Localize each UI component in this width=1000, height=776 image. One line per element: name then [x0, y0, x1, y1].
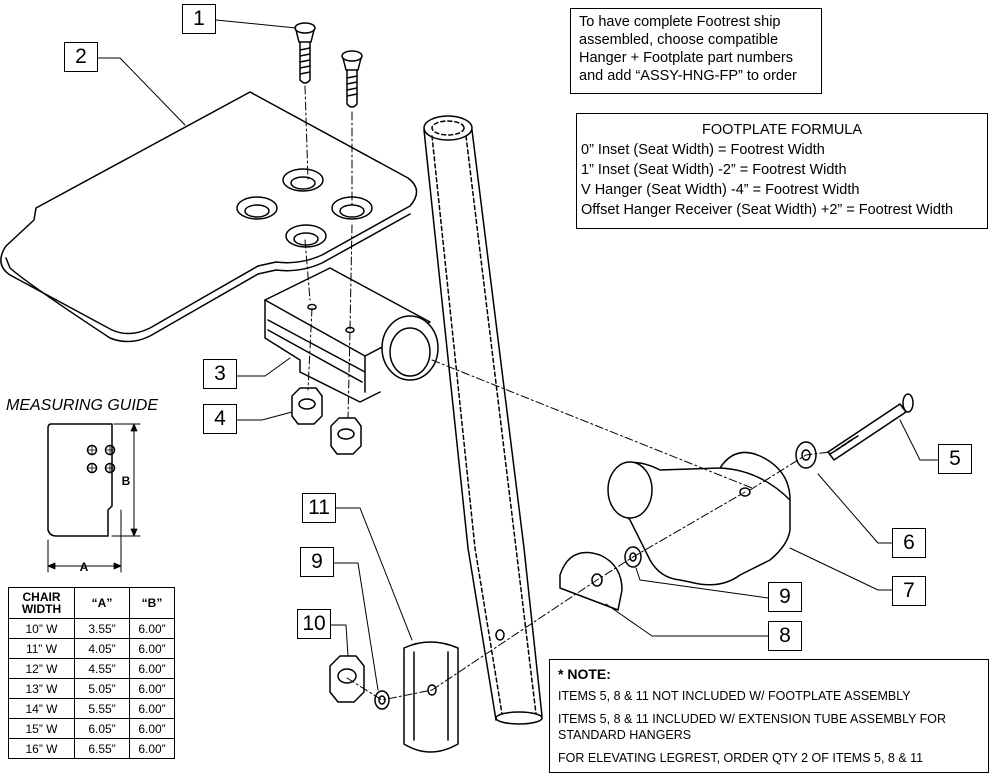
cell-b: 6.00”	[129, 618, 175, 639]
nut-4b-drawing	[330, 417, 362, 455]
ship-note-line: assembled, choose compatible	[579, 32, 779, 48]
callout-6: 6	[892, 528, 926, 558]
dim-b-label: B	[122, 474, 131, 488]
items-note-box: * NOTE: ITEMS 5, 8 & 11 NOT INCLUDED W/ …	[549, 659, 989, 773]
cell-width: 10” W	[8, 618, 75, 639]
cell-b: 6.00”	[129, 678, 175, 699]
ship-note-line: To have complete Footrest ship	[579, 14, 781, 30]
callout-9-right: 9	[768, 582, 802, 612]
tube-clamp-drawing	[403, 641, 459, 753]
nut-4a-drawing	[291, 387, 323, 425]
callout-7: 7	[892, 576, 926, 606]
cell-a: 4.55”	[74, 658, 130, 679]
dim-a-label: A	[80, 560, 89, 574]
cell-b: 6.00”	[129, 698, 175, 719]
cell-b: 6.00”	[129, 738, 175, 759]
callout-11: 11	[302, 493, 336, 523]
cell-a: 4.05”	[74, 638, 130, 659]
header-chair-width: CHAIR WIDTH	[8, 587, 75, 619]
cell-a: 3.55”	[74, 618, 130, 639]
clamp-block-drawing	[264, 267, 439, 403]
callout-2: 2	[64, 42, 98, 72]
cell-width: 15” W	[8, 718, 75, 739]
note-line: ITEMS 5, 8 & 11 NOT INCLUDED W/ FOOTPLAT…	[558, 689, 911, 703]
cell-width: 12” W	[8, 658, 75, 679]
pin-drawing	[827, 393, 914, 461]
footplate-drawing	[0, 91, 418, 335]
cell-width: 13” W	[8, 678, 75, 699]
formula-line: 0” Inset (Seat Width) = Footrest Width	[581, 142, 825, 158]
screw-1-drawing	[294, 22, 316, 84]
washer-9b-drawing	[374, 690, 390, 710]
note-line: ITEMS 5, 8 & 11 INCLUDED W/ EXTENSION TU…	[558, 712, 947, 742]
nut-10-drawing	[329, 655, 365, 703]
header-a: “A”	[74, 587, 130, 619]
header-b: “B”	[129, 587, 175, 619]
note-title: * NOTE:	[558, 666, 611, 682]
callout-3: 3	[203, 359, 237, 389]
cell-a: 6.55”	[74, 738, 130, 759]
cell-width: 14” W	[8, 698, 75, 719]
measuring-guide-title: MEASURING GUIDE	[6, 397, 159, 414]
cell-width: 16” W	[8, 738, 75, 759]
callout-1: 1	[182, 4, 216, 34]
measuring-guide-drawing	[47, 423, 141, 573]
callout-4: 4	[203, 404, 237, 434]
footplate-formula-box: FOOTPLATE FORMULA 0” Inset (Seat Width) …	[576, 113, 988, 229]
callout-10: 10	[297, 609, 331, 639]
cell-b: 6.00”	[129, 638, 175, 659]
cell-b: 6.00”	[129, 658, 175, 679]
callout-8: 8	[768, 621, 802, 651]
ship-assembled-note: To have complete Footrest ship assembled…	[570, 8, 822, 94]
cell-width: 11” W	[8, 638, 75, 659]
cell-a: 5.55”	[74, 698, 130, 719]
callout-5: 5	[938, 444, 972, 474]
formula-line: V Hanger (Seat Width) -4” = Footrest Wid…	[581, 182, 860, 198]
spacer-drawing	[559, 551, 623, 611]
ship-note-line: and add “ASSY-HNG-FP” to order	[579, 68, 797, 84]
formula-line: Offset Hanger Receiver (Seat Width) +2” …	[581, 202, 954, 218]
ship-note-line: Hanger + Footplate part numbers	[579, 50, 793, 66]
table-header-row: CHAIR WIDTH “A” “B”	[8, 587, 175, 619]
callout-9-left: 9	[300, 547, 334, 577]
extension-tube-drawing	[423, 115, 543, 725]
formula-line: 1” Inset (Seat Width) -2” = Footrest Wid…	[581, 162, 847, 178]
formula-title: FOOTPLATE FORMULA	[701, 122, 863, 138]
cell-b: 6.00”	[129, 718, 175, 739]
note-line: FOR ELEVATING LEGREST, ORDER QTY 2 OF IT…	[558, 751, 924, 765]
cell-a: 6.05”	[74, 718, 130, 739]
cell-a: 5.05”	[74, 678, 130, 699]
screw-2-drawing	[341, 50, 363, 108]
